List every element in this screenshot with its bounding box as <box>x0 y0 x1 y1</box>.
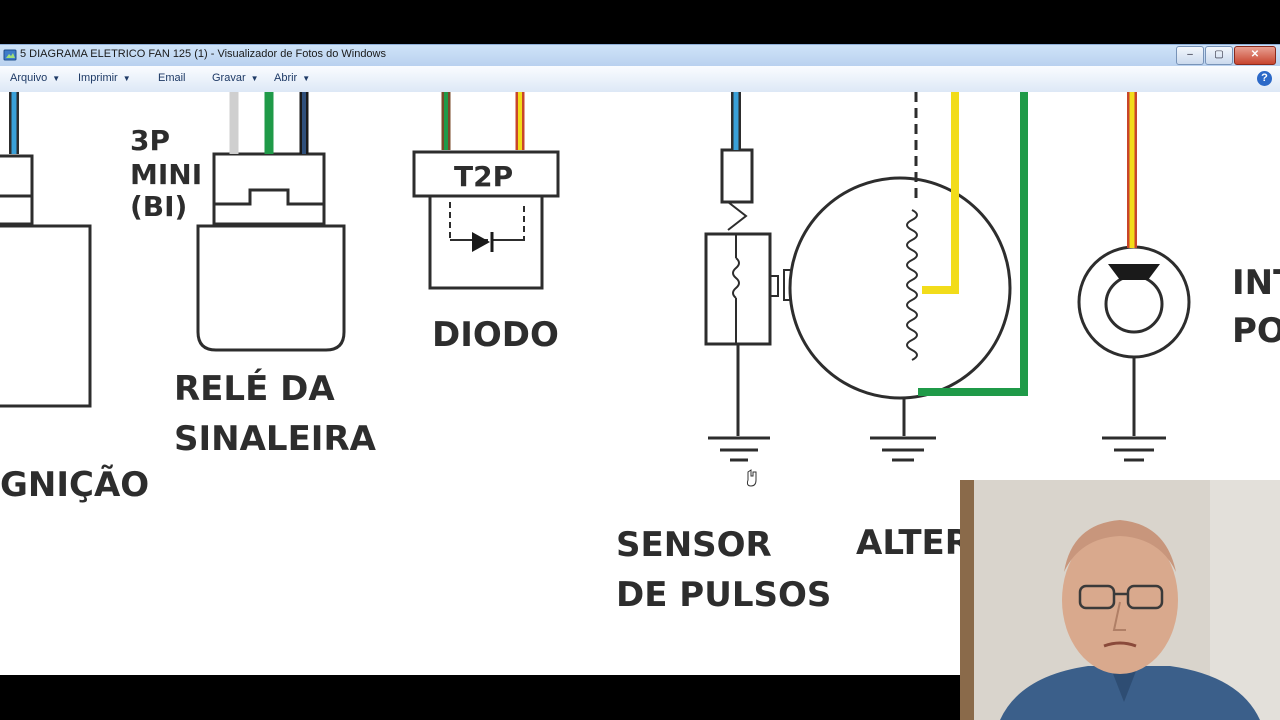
wires <box>9 92 1137 396</box>
alternator <box>783 92 1012 462</box>
menu-label: Imprimir <box>78 72 118 84</box>
ignition-coil <box>0 154 92 408</box>
label-diodo: DIODO <box>432 315 559 355</box>
switch-contact <box>1108 264 1160 280</box>
label-sensor-line2: DE PULSOS <box>616 575 831 615</box>
label-alter: ALTER <box>856 523 971 563</box>
label-po: PO <box>1232 311 1280 351</box>
menu-label: Email <box>158 72 186 84</box>
webcam-overlay <box>960 480 1280 720</box>
presenter-shirt <box>1000 666 1260 720</box>
chevron-down-icon: ▼ <box>52 74 61 83</box>
window-title: 5 DIAGRAMA ELETRICO FAN 125 (1) - Visual… <box>20 48 386 60</box>
menu-label: Abrir <box>274 72 298 84</box>
menu-email[interactable]: Email <box>158 72 186 84</box>
label-int: INT <box>1232 263 1280 303</box>
diode-symbol <box>472 232 490 252</box>
presenter-face <box>1062 526 1178 674</box>
label-rele-line2: SINALEIRA <box>174 419 377 459</box>
pulse-sensor <box>704 148 779 462</box>
minimize-button[interactable]: – <box>1176 46 1204 65</box>
menu-label: Gravar <box>212 72 246 84</box>
relay-connector <box>196 152 346 352</box>
window-controls: – ▢ ✕ <box>1176 46 1276 65</box>
close-button[interactable]: ✕ <box>1234 46 1276 65</box>
label-sensor-line1: SENSOR <box>616 525 772 565</box>
chevron-down-icon: ▼ <box>302 74 311 83</box>
maximize-button[interactable]: ▢ <box>1205 46 1233 65</box>
menu-arquivo[interactable]: Arquivo ▼ <box>10 72 60 84</box>
menu-bar: Arquivo▼ Imprimir▼ Email Gravar▼ Abrir▼ … <box>0 66 1280 93</box>
label-ignicao: GNIÇÃO <box>0 464 149 505</box>
glasses-icon <box>1078 584 1164 610</box>
menu-imprimir[interactable]: Imprimir ▼ <box>78 72 131 84</box>
hand-cursor-icon <box>746 469 757 487</box>
label-bi: (BI) <box>130 190 187 223</box>
window-titlebar: 5 DIAGRAMA ELETRICO FAN 125 (1) - Visual… <box>0 44 1280 66</box>
chevron-down-icon: ▼ <box>122 74 131 83</box>
menu-label: Arquivo <box>10 72 48 84</box>
presenter-video <box>960 480 1280 720</box>
diode-connector <box>412 150 560 290</box>
photo-viewer-icon <box>3 48 17 62</box>
label-t2p: T2P <box>454 160 513 193</box>
menu-abrir[interactable]: Abrir ▼ <box>274 72 310 84</box>
help-icon[interactable]: ? <box>1257 71 1272 86</box>
menu-gravar[interactable]: Gravar ▼ <box>212 72 259 84</box>
label-rele-line1: RELÉ DA <box>174 368 335 409</box>
chevron-down-icon: ▼ <box>250 74 259 83</box>
label-mini: MINI <box>130 158 202 191</box>
wiring-diagram: 3P MINI (BI) T2P DIODO RELÉ DA SINALEIRA… <box>0 92 1280 615</box>
label-3p: 3P <box>130 124 170 157</box>
